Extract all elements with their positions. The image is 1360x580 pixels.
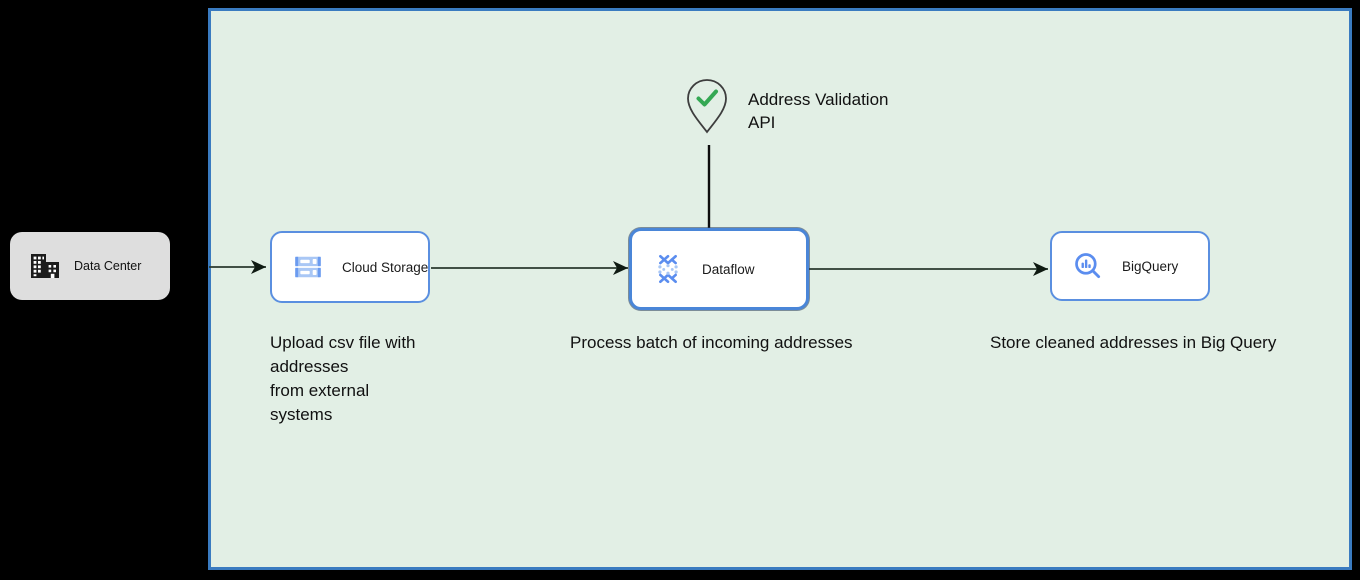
bigquery-icon xyxy=(1068,246,1108,286)
node-bigquery[interactable]: BigQuery xyxy=(1050,231,1210,301)
caption-upload-csv: Upload csv file with addresses from exte… xyxy=(270,333,416,424)
map-pin-check-icon xyxy=(684,76,730,136)
caption-process-batch: Process batch of incoming addresses xyxy=(570,333,853,352)
node-label-dataflow: Dataflow xyxy=(702,261,755,277)
node-data-center[interactable]: Data Center xyxy=(10,232,170,300)
building-icon xyxy=(28,249,62,283)
node-cloud-storage[interactable]: Cloud Storage xyxy=(270,231,430,303)
node-label-cloud-storage: Cloud Storage xyxy=(342,259,429,275)
node-label-address-validation-api: Address Validation API xyxy=(748,90,889,132)
node-label-data-center: Data Center xyxy=(74,259,142,273)
dataflow-icon xyxy=(648,249,688,289)
cloud-storage-icon xyxy=(288,247,328,287)
node-dataflow[interactable]: Dataflow xyxy=(629,228,809,310)
caption-store-cleaned: Store cleaned addresses in Big Query xyxy=(990,333,1277,352)
node-address-validation-api[interactable]: Address Validation API xyxy=(684,76,984,148)
node-label-bigquery: BigQuery xyxy=(1122,258,1179,274)
